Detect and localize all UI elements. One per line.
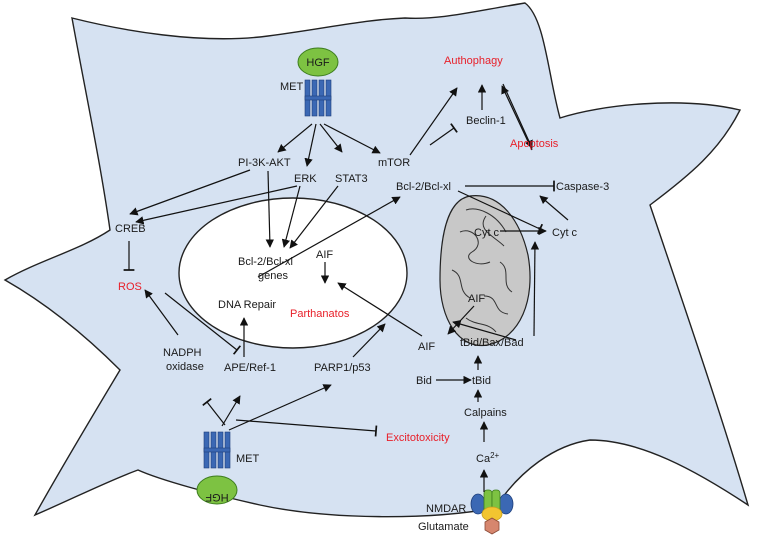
met-bottom-label: MET [236, 453, 260, 465]
hgf-bottom-label: HGF [205, 491, 229, 503]
creb-label: CREB [115, 223, 146, 235]
dna-repair-label: DNA Repair [218, 299, 276, 311]
aif-mito-label: AIF [468, 293, 485, 305]
tbid-label: tBid [472, 375, 491, 387]
hgf-top-label: HGF [306, 57, 330, 69]
stat3-label: STAT3 [335, 173, 368, 185]
calcium-label: Ca2+ [476, 451, 500, 465]
met-receptor-top [304, 79, 332, 117]
parp1-p53-label: PARP1/p53 [314, 362, 371, 374]
autophagy-label: Authophagy [444, 55, 503, 67]
apoptosis-label: Apoptosis [510, 138, 559, 150]
glutamate-label: Glutamate [418, 521, 469, 533]
nmdar-label: NMDAR [426, 503, 466, 515]
nadph-label-line2: oxidase [166, 361, 204, 373]
activation-arrows [129, 83, 569, 492]
aif-nucleus-label: AIF [316, 249, 333, 261]
met-top-label: MET [280, 81, 304, 93]
bcl-cyto-label: Bcl-2/Bcl-xl [396, 181, 451, 193]
beclin1-label: Beclin-1 [466, 115, 506, 127]
cytc-out-label: Cyt c [552, 227, 578, 239]
excitotoxicity-label: Excitotoxicity [386, 432, 450, 444]
tbid-bax-bad-label: tBid/Bax/Bad [460, 337, 524, 349]
calcium-charge: 2+ [490, 451, 499, 460]
nucleus [178, 197, 408, 349]
bid-label: Bid [416, 375, 432, 387]
cytc-mito-label: Cyt c [474, 227, 500, 239]
mitochondrion [439, 195, 531, 347]
nmdar-channel [470, 489, 514, 535]
pi3k-akt-label: PI-3K-AKT [238, 157, 291, 169]
nadph-label-line1: NADPH [163, 347, 202, 359]
aif-cyto-label: AIF [418, 341, 435, 353]
bcl-genes-label-line2: genes [258, 270, 288, 282]
caspase3-label: Caspase-3 [556, 181, 609, 193]
erk-label: ERK [294, 173, 317, 185]
hgf-ligand-bottom [196, 475, 238, 505]
hgf-ligand-top [297, 47, 339, 77]
met-receptor-bottom [203, 431, 231, 469]
bcl-genes-label-line1: Bcl-2/Bcl-xl [238, 256, 293, 268]
mtor-label: mTOR [378, 157, 410, 169]
parthanatos-label: Parthanatos [290, 308, 350, 320]
ros-label: ROS [118, 281, 142, 293]
inhibition-lines [123, 123, 555, 437]
ape-ref1-label: APE/Ref-1 [224, 362, 276, 374]
calpains-label: Calpains [464, 407, 507, 419]
